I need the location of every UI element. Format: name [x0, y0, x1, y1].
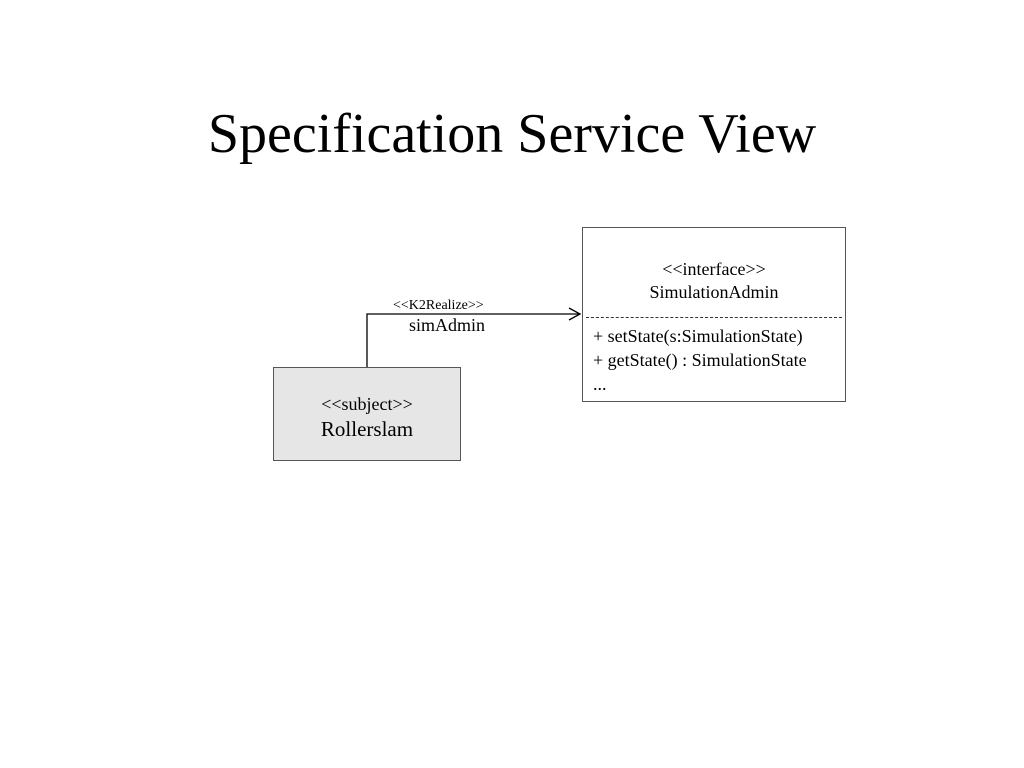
operation-set-state: + setState(s:SimulationState) [593, 326, 803, 346]
arrowhead-icon [568, 307, 582, 321]
slide-title: Specification Service View [207, 103, 817, 165]
interface-operations: + setState(s:SimulationState) + getState… [593, 324, 807, 396]
interface-stereotype: <<interface>> [662, 259, 766, 279]
interface-class-box[interactable]: <<interface>> SimulationAdmin + setState… [582, 227, 846, 402]
interface-name: SimulationAdmin [649, 282, 779, 302]
operation-ellipsis: ... [593, 374, 607, 394]
subject-class-box[interactable]: <<subject>> Rollerslam [273, 367, 461, 461]
subject-stereotype: <<subject>> [321, 394, 413, 414]
connector-role-name: simAdmin [409, 315, 486, 335]
interface-divider [586, 317, 842, 318]
subject-name: Rollerslam [320, 417, 414, 441]
connector-stereotype: <<K2Realize>> [393, 298, 484, 313]
operation-get-state: + getState() : SimulationState [593, 350, 807, 370]
